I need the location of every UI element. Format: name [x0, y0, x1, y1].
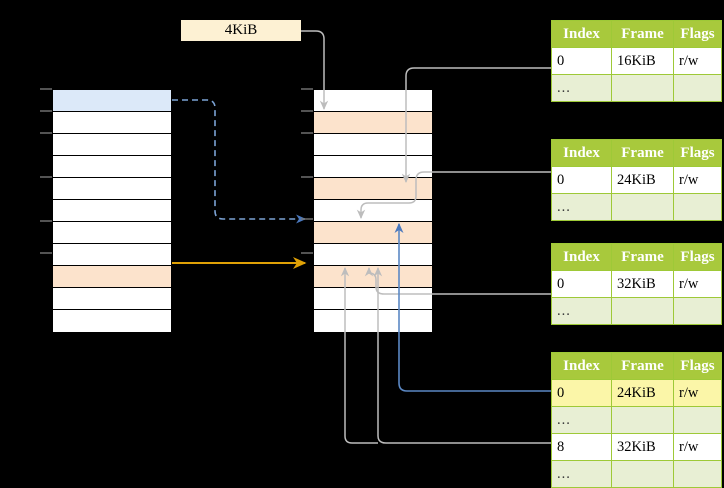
memory-row [53, 310, 171, 332]
memory-row [314, 156, 432, 178]
table-cell [611, 297, 674, 325]
table-cell: 16KiB [611, 47, 674, 75]
table-cell [611, 406, 674, 434]
table-cell: r/w [673, 166, 722, 194]
memory-row [53, 244, 171, 266]
table-cell: 0 [551, 379, 612, 407]
memory-row [53, 90, 171, 112]
memory-row [53, 134, 171, 156]
memory-row [314, 310, 432, 332]
table-ellipsis-row: ... [551, 193, 722, 221]
column-header-index: Index [551, 352, 612, 380]
table-cell: ... [551, 297, 612, 325]
memory-row [53, 222, 171, 244]
column-header-index: Index [551, 243, 612, 271]
column-header-frame: Frame [611, 20, 674, 48]
column-header-flags: Flags [673, 352, 722, 380]
table-cell [611, 460, 674, 488]
memory-row [314, 90, 432, 112]
memory-row [53, 112, 171, 134]
table-cell: ... [551, 193, 612, 221]
table-cell [673, 460, 722, 488]
table-cell: 32KiB [611, 433, 674, 461]
memory-row [314, 134, 432, 156]
table-cell [611, 193, 674, 221]
table-cell: 0 [551, 166, 612, 194]
table-cell: r/w [673, 270, 722, 298]
memory-row [53, 156, 171, 178]
table-cell: r/w [673, 379, 722, 407]
column-header-frame: Frame [611, 352, 674, 380]
table-cell: r/w [673, 47, 722, 75]
column-header-index: Index [551, 20, 612, 48]
table-cell: r/w [673, 433, 722, 461]
table-cell [673, 193, 722, 221]
column-header-flags: Flags [673, 20, 722, 48]
table-cell [673, 297, 722, 325]
table-cell: 24KiB [611, 379, 674, 407]
size-label-text: 4KiB [224, 22, 258, 38]
middle-memory-column [313, 89, 433, 332]
table-cell [673, 74, 722, 102]
memory-row [314, 266, 432, 288]
table-ellipsis-row: ... [551, 74, 722, 102]
memory-row [53, 178, 171, 200]
table-cell: 32KiB [611, 270, 674, 298]
wire-left-blue-to-middle-dashed [172, 99, 307, 224]
memory-row [314, 222, 432, 244]
left-memory-column [52, 89, 172, 332]
memory-row [53, 200, 171, 222]
memory-row [314, 112, 432, 134]
column-header-index: Index [551, 139, 612, 167]
table-cell: ... [551, 406, 612, 434]
table-ellipsis-row: ... [551, 297, 722, 325]
table-cell: 0 [551, 270, 612, 298]
table-cell: ... [551, 460, 612, 488]
table-ellipsis-row: ... [551, 406, 722, 434]
memory-row [53, 288, 171, 310]
column-header-flags: Flags [673, 139, 722, 167]
table-ellipsis-row: ... [551, 460, 722, 488]
column-header-flags: Flags [673, 243, 722, 271]
memory-row [53, 266, 171, 288]
memory-row [314, 178, 432, 200]
size-label-4kib: 4KiB [181, 20, 301, 41]
table-cell: 24KiB [611, 166, 674, 194]
table-cell: 0 [551, 47, 612, 75]
table-cell: ... [551, 74, 612, 102]
memory-row [314, 288, 432, 310]
memory-row [314, 200, 432, 222]
table-cell: 8 [551, 433, 612, 461]
memory-row [314, 244, 432, 266]
table-cell [673, 406, 722, 434]
column-header-frame: Frame [611, 243, 674, 271]
table-cell [611, 74, 674, 102]
column-header-frame: Frame [611, 139, 674, 167]
